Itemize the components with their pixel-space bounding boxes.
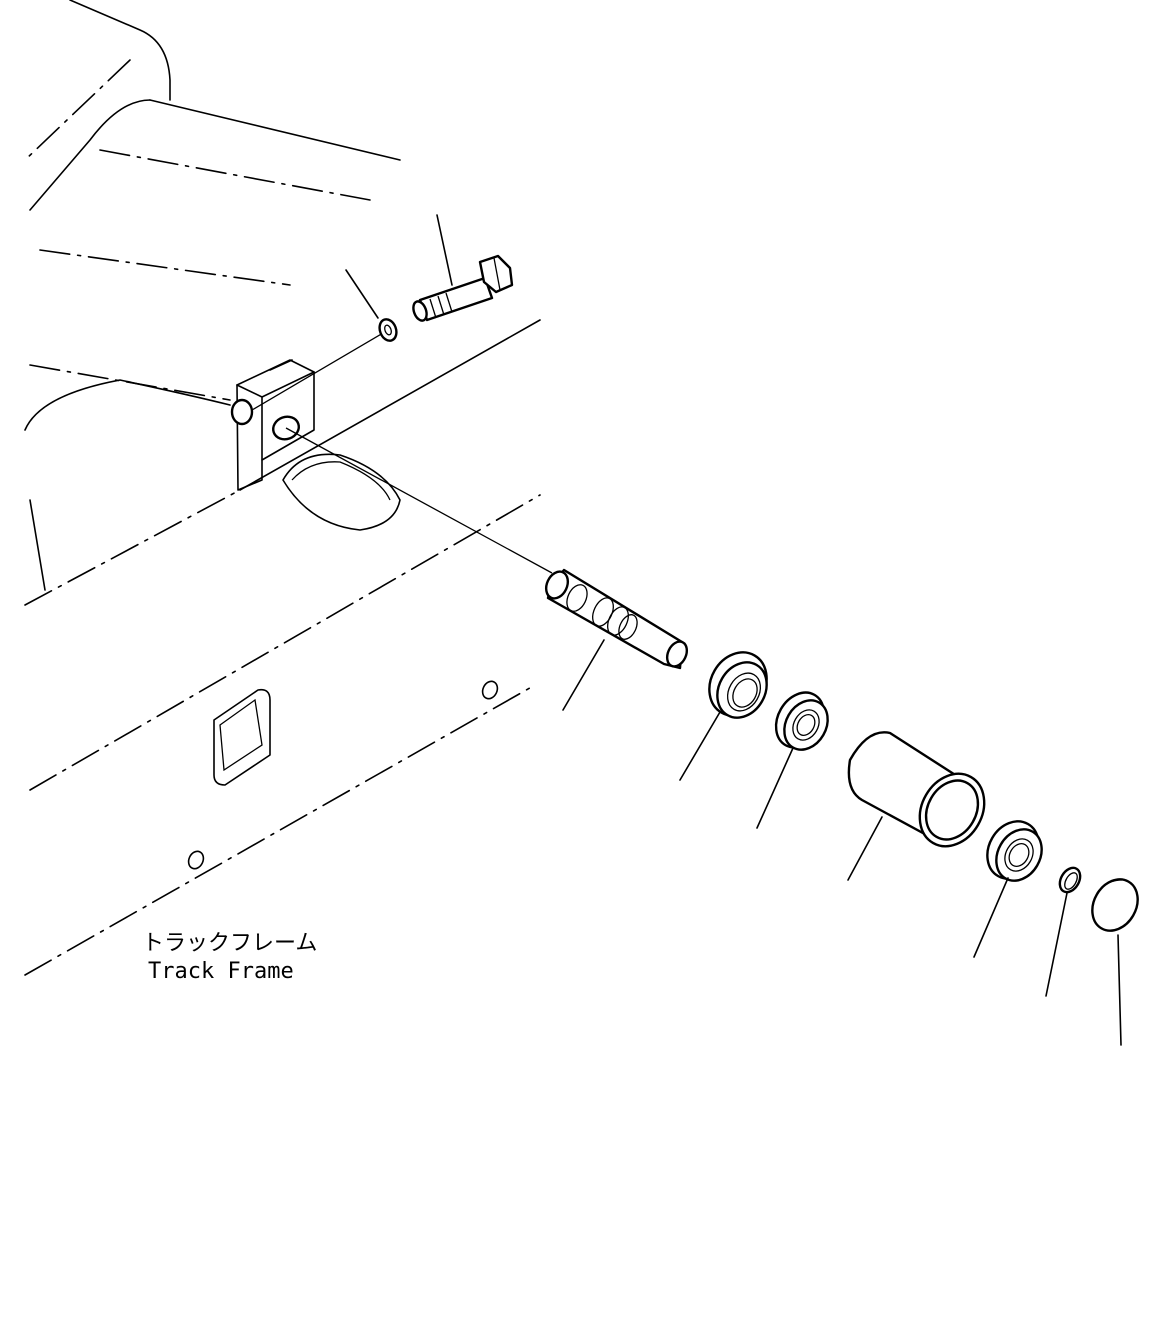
leader-bearing-1 [756, 747, 794, 829]
bearing-part-2 [986, 820, 1043, 882]
seal-part [708, 651, 768, 719]
leader-bolt [436, 214, 453, 286]
track-frame-label-jp: トラックフレーム [142, 931, 317, 956]
bearing-part-1 [774, 691, 829, 751]
roller-part [847, 731, 986, 848]
bolt-part [412, 254, 514, 322]
leader-lines [345, 214, 1122, 1046]
leader-cap [1117, 934, 1122, 1046]
leader-seal [679, 711, 721, 781]
leader-snap-ring [1045, 892, 1068, 997]
leader-roller [847, 816, 883, 881]
track-frame-label-en: Track Frame [148, 959, 294, 984]
bracket-nut [230, 398, 254, 426]
track-frame-outline [24, 0, 541, 976]
mounting-bracket [230, 359, 315, 491]
washer-part [378, 318, 398, 342]
snap-ring-part [1058, 866, 1082, 894]
assembly-axis [251, 332, 553, 574]
shaft-part [544, 568, 689, 670]
leader-shaft [562, 639, 605, 711]
leader-washer [345, 269, 379, 319]
cap-part [1091, 878, 1139, 932]
leader-bearing-2 [973, 877, 1009, 958]
